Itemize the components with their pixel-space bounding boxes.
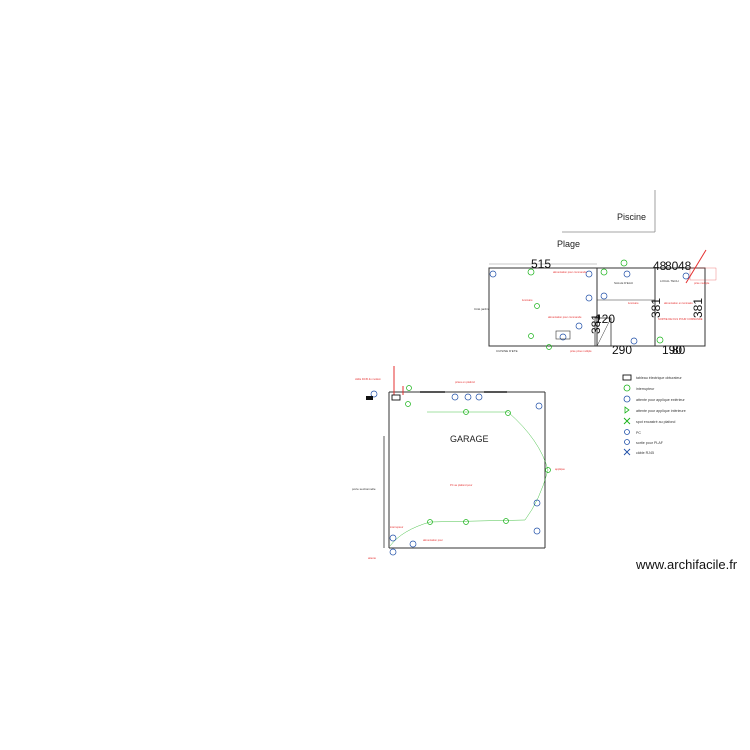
svg-text:SORTIE DE FILS POUR COMMANDE: SORTIE DE FILS POUR COMMANDE bbox=[658, 317, 703, 321]
legend: tableau électrique obturateur interrupte… bbox=[622, 374, 686, 456]
dimension-515: 515 bbox=[531, 257, 551, 271]
garage-walls bbox=[383, 391, 546, 549]
room-label-piscine: Piscine bbox=[617, 212, 646, 222]
svg-text:luminaire: luminaire bbox=[628, 301, 639, 305]
svg-text:interrupteur: interrupteur bbox=[390, 525, 403, 529]
piscine-outline bbox=[562, 190, 656, 233]
legend-item-label: PC bbox=[636, 431, 641, 435]
interrupteur-icon bbox=[623, 384, 631, 392]
svg-text:câble RJ45 du modem: câble RJ45 du modem bbox=[355, 377, 381, 381]
svg-text:attente: attente bbox=[368, 556, 376, 560]
dimension-290: 290 bbox=[612, 343, 632, 357]
annotation-arrow bbox=[685, 249, 707, 284]
prise-plafond-icon bbox=[624, 439, 630, 445]
svg-text:porte sectionnelle: porte sectionnelle bbox=[352, 487, 376, 491]
garage-circuit bbox=[389, 411, 549, 547]
dimension-120: 120 bbox=[595, 312, 615, 326]
dimension-80: 80 bbox=[665, 259, 679, 273]
annotation-note-box bbox=[689, 267, 717, 281]
legend-item-label: tableau électrique obturateur bbox=[636, 376, 683, 380]
dimension-80-bottom: 80 bbox=[672, 343, 686, 357]
dimension-381-left: 381 bbox=[589, 314, 603, 334]
prise-icon bbox=[624, 429, 630, 435]
svg-text:prises en plafond: prises en plafond bbox=[455, 380, 475, 384]
svg-text:prise prise multiple: prise prise multiple bbox=[570, 349, 592, 353]
legend-item-label: spot encastré au plafond bbox=[636, 420, 675, 424]
legend-item-label: attente pour applique intérieure bbox=[636, 409, 686, 413]
svg-text:alimentation pour: alimentation pour bbox=[423, 538, 443, 542]
svg-text:applique: applique bbox=[555, 467, 565, 471]
dimension-190: 190 bbox=[662, 343, 682, 357]
room-label-local-tech: LOCAL TECH bbox=[660, 279, 679, 283]
poolhouse-annotations: alimentation pour commande luminaire ali… bbox=[522, 270, 710, 353]
spot-icon bbox=[623, 417, 631, 425]
room-label-cuisine: CUISINE D'ETE bbox=[496, 349, 518, 353]
garage-red-wire bbox=[393, 366, 404, 395]
sortie-plafond-icon bbox=[623, 395, 631, 403]
watermark: www.archifacile.fr bbox=[636, 557, 738, 572]
room-label-garage: GARAGE bbox=[450, 434, 489, 444]
tableau-electrique-icon bbox=[622, 374, 632, 381]
svg-text:alimentation pour commande: alimentation pour commande bbox=[553, 270, 587, 274]
room-label-cote-jardin: Côté jardin bbox=[474, 307, 489, 311]
legend-item-label: interrupteur bbox=[636, 387, 655, 391]
dimension-381-mid: 381 bbox=[649, 298, 663, 318]
room-label-plage: Plage bbox=[557, 239, 580, 249]
cable-icon bbox=[623, 448, 631, 456]
dimension-48-left: 48 bbox=[653, 259, 667, 273]
legend-item-label: sortie pour PLAF bbox=[636, 441, 664, 445]
svg-text:alimentation pour commande: alimentation pour commande bbox=[548, 315, 582, 319]
poolhouse-devices bbox=[489, 259, 690, 350]
legend-item-label: câble RJ45 bbox=[636, 451, 654, 455]
svg-text:PC au plafond pour: PC au plafond pour bbox=[450, 483, 472, 487]
legend-item-label: attente pour applique extérieur bbox=[636, 398, 686, 402]
dimension-381-right: 381 bbox=[691, 298, 705, 318]
poolhouse-walls bbox=[488, 267, 706, 347]
garage-devices bbox=[366, 385, 551, 556]
garage-annotations: câble RJ45 du modem prises en plafond PC… bbox=[352, 377, 565, 560]
room-label-salle-eau: SALLE D'EAU bbox=[614, 281, 633, 285]
svg-text:prise multiple: prise multiple bbox=[694, 281, 710, 285]
svg-text:luminaire: luminaire bbox=[522, 298, 533, 302]
applique-icon bbox=[624, 406, 630, 414]
dimension-48-right: 48 bbox=[678, 259, 692, 273]
svg-text:alimentation en luminaire: alimentation en luminaire bbox=[664, 301, 693, 305]
